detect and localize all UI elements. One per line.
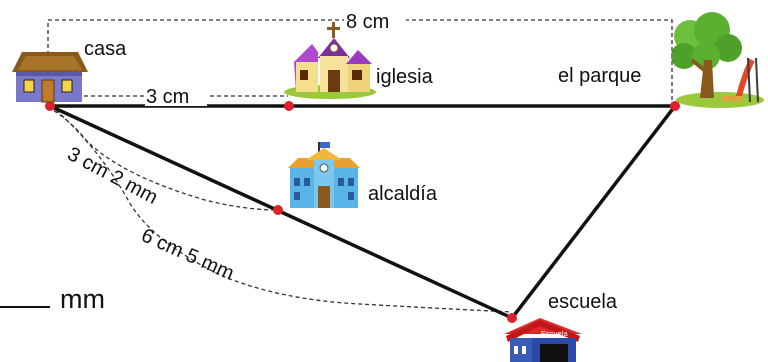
line-parque-escuela [510, 104, 677, 320]
point-parque [670, 101, 680, 111]
label-casa: casa [84, 38, 127, 60]
point-iglesia [284, 101, 294, 111]
answer-line[interactable] [0, 288, 50, 308]
route-points [45, 101, 680, 323]
school-icon: Escuela [504, 318, 582, 362]
label-parque: el parque [558, 65, 641, 87]
route-lines [48, 104, 677, 320]
measure-bg-casa-iglesia [145, 84, 207, 106]
label-alcaldia: alcaldía [368, 183, 438, 205]
school-sign: Escuela [541, 329, 569, 338]
measure-casa-escuela: 6 cm 5 mm [138, 224, 237, 284]
tree-slide-icon [671, 12, 764, 108]
point-casa [45, 101, 55, 111]
guide-casa-escuela [55, 109, 513, 313]
measure-casa-iglesia: 3 cm [146, 86, 189, 108]
point-alcaldia [273, 205, 283, 215]
church-icon [284, 22, 376, 99]
house-icon [12, 52, 88, 103]
town-hall-icon [288, 142, 360, 208]
answer-unit: mm [60, 284, 105, 314]
point-escuela [507, 313, 517, 323]
label-iglesia: iglesia [376, 66, 434, 88]
label-escuela: escuela [548, 291, 618, 313]
measure-bg-casa-parque [344, 9, 406, 31]
measure-casa-alcaldia: 3 cm 2 mm [64, 143, 162, 209]
measure-casa-parque: 8 cm [346, 11, 389, 33]
answer-blank: mm [0, 284, 105, 315]
